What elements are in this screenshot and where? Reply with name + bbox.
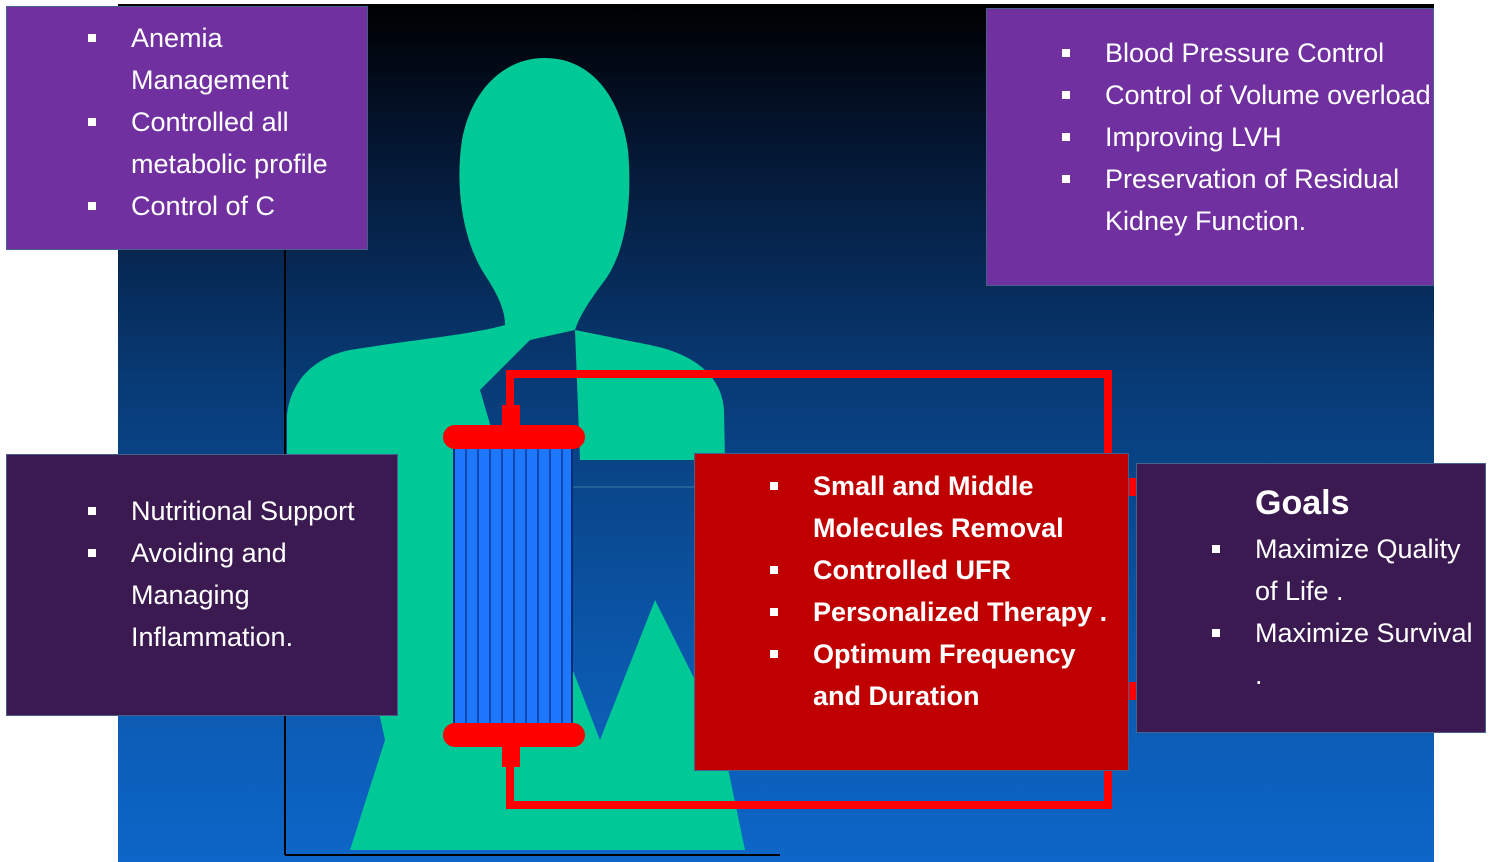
bullet-icon	[1212, 629, 1220, 637]
blood-pressure-box: Blood Pressure Control Control of Volume…	[986, 8, 1434, 286]
list-item: Nutritional Support	[88, 490, 397, 532]
bullet-icon	[1062, 133, 1070, 141]
list-item: Avoiding and Managing Inflammation.	[88, 532, 397, 658]
dialyzer-top-port	[502, 405, 520, 427]
bullet-icon	[770, 650, 778, 658]
circuit-connector-top	[1126, 478, 1136, 496]
dialyzer-fibers	[465, 445, 563, 727]
dialyzer-bottom-port	[502, 745, 520, 767]
list-item: Anemia Management	[88, 17, 367, 101]
bullet-icon	[1062, 49, 1070, 57]
bullet-icon	[88, 549, 96, 557]
dialyzer-body	[453, 444, 573, 728]
list-item: Control of C	[88, 185, 367, 227]
dialyzer	[443, 405, 585, 767]
list-item: Small and Middle Molecules Removal	[770, 465, 1108, 549]
list-item: Controlled all metabolic profile	[88, 101, 367, 185]
bullet-icon	[88, 118, 96, 126]
bullet-icon	[770, 608, 778, 616]
nutrition-inflammation-box: Nutritional Support Avoiding and Managin…	[6, 454, 398, 716]
list-item: Blood Pressure Control	[1062, 32, 1433, 74]
human-silhouette	[287, 58, 745, 850]
goals-box: Goals Maximize Quality of Life . Maximiz…	[1136, 463, 1486, 733]
bullet-icon	[770, 482, 778, 490]
list-item: Maximize Survival .	[1212, 612, 1485, 696]
bullet-icon	[1212, 545, 1220, 553]
list-item: Optimum Frequency and Duration	[770, 633, 1108, 717]
therapy-box: Small and Middle Molecules Removal Contr…	[694, 453, 1129, 771]
circuit-connector-bottom	[1126, 682, 1136, 700]
bullet-icon	[1062, 91, 1070, 99]
bullet-icon	[88, 202, 96, 210]
dialyzer-bottom-cap	[443, 723, 585, 747]
torso-right	[575, 330, 725, 460]
list-item: Preservation of Residual Kidney Function…	[1062, 158, 1433, 242]
list-item: Maximize Quality of Life .	[1212, 528, 1485, 612]
bullet-icon	[770, 566, 778, 574]
circuit-top-line	[506, 370, 1112, 480]
dialyzer-top-cap	[443, 425, 585, 449]
list-item: Personalized Therapy .	[770, 591, 1108, 633]
list-item: Control of Volume overload	[1062, 74, 1433, 116]
bullet-icon	[88, 507, 96, 515]
goals-title: Goals	[1255, 484, 1350, 522]
list-item: Controlled UFR	[770, 549, 1108, 591]
bullet-icon	[88, 34, 96, 42]
bullet-icon	[1062, 175, 1070, 183]
anemia-metabolic-box: Anemia Management Controlled all metabol…	[6, 6, 368, 250]
list-item: Improving LVH	[1062, 116, 1433, 158]
